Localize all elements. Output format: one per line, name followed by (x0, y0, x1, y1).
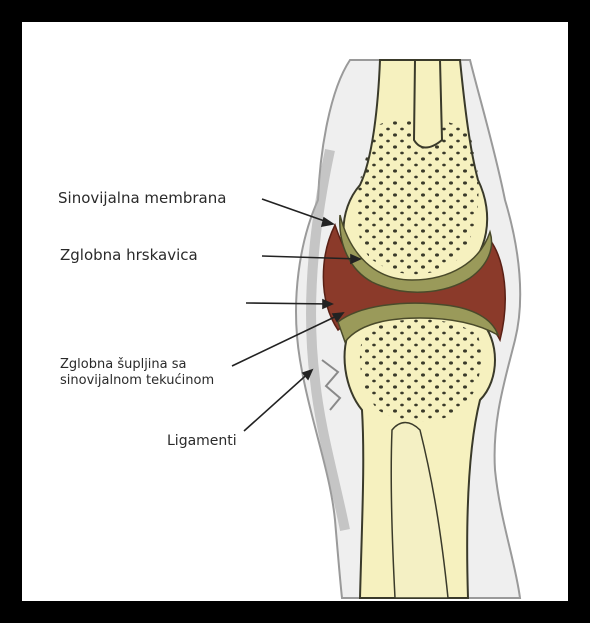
joint-cavity-label: Zglobna šupljina sa sinovijalnom tekućin… (60, 357, 214, 389)
joint-cavity-label-line2: sinovijalnom tekućinom (60, 373, 214, 389)
joint-cavity-label-line1: Zglobna šupljina sa (60, 357, 214, 373)
synovial-membrane-label: Sinovijalna membrana (58, 190, 226, 206)
ligaments-label: Ligamenti (167, 433, 237, 449)
tibia-spongy-bone (360, 319, 481, 421)
articular-cartilage-label: Zglobna hrskavica (60, 247, 198, 263)
